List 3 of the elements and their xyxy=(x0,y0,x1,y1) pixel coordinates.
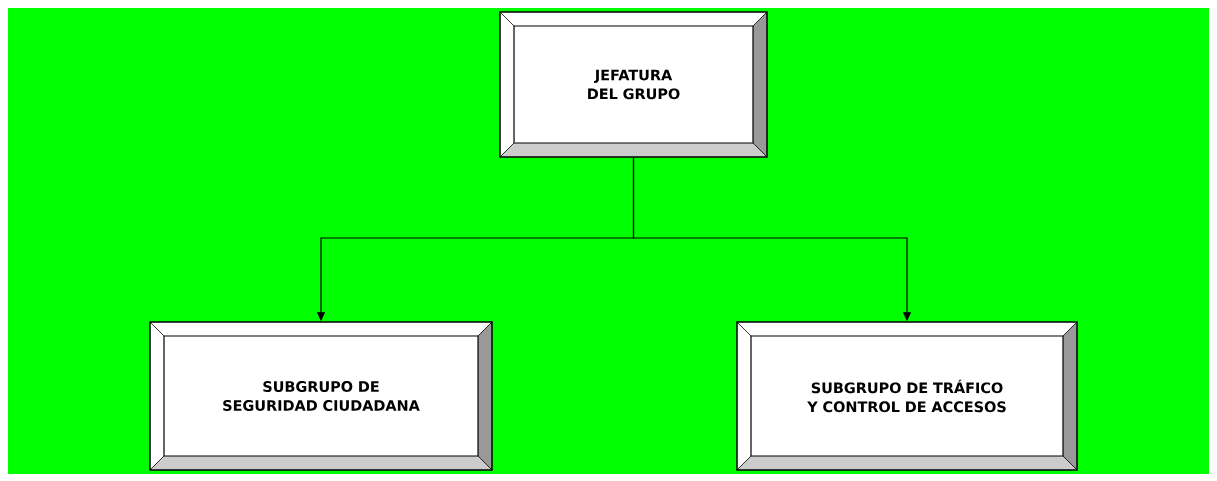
bevel-box: SUBGRUPO DE SEGURIDAD CIUDADANA xyxy=(149,321,493,471)
bevel-box: JEFATURA DEL GRUPO xyxy=(499,11,768,158)
bevel-box: SUBGRUPO DE TRÁFICO Y CONTROL DE ACCESOS xyxy=(736,321,1078,471)
